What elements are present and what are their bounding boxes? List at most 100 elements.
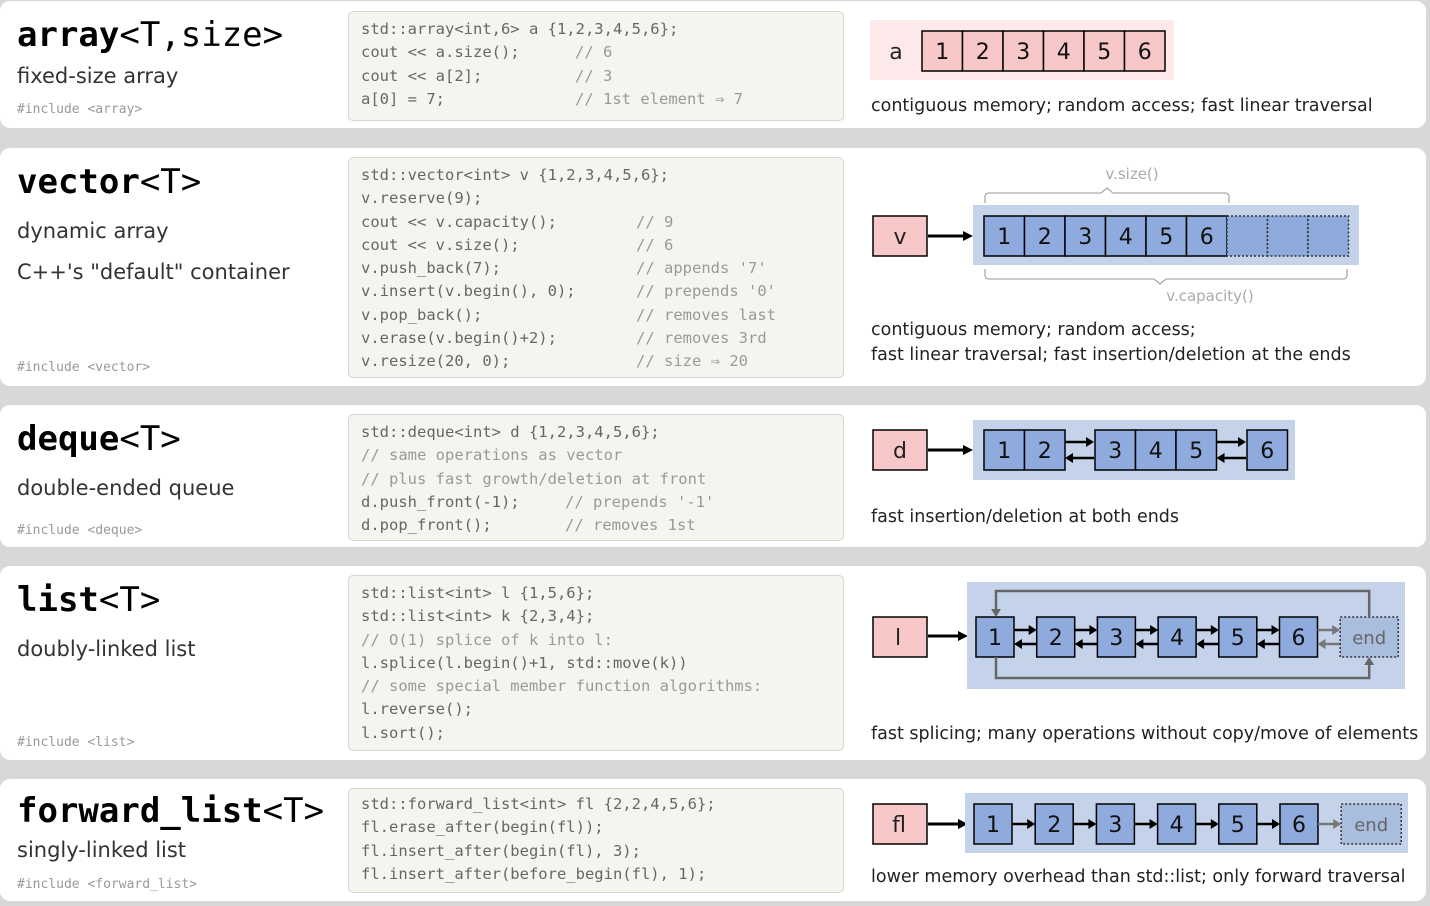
code-line: std::array<int,6> a {1,2,3,4,5,6};	[361, 20, 679, 38]
deque-var-box	[872, 429, 928, 471]
cell-label: 6	[1260, 439, 1274, 464]
list-var-label: l	[895, 626, 901, 651]
vector-reserved-cell	[1307, 215, 1350, 257]
list-card: list<T> doubly-linked list #include <lis…	[0, 566, 1426, 760]
deque-cell	[1023, 429, 1066, 471]
code-line: cout << a[2];// 3	[361, 66, 613, 85]
code-line: v.reserve(9);	[361, 189, 483, 208]
deque-var-label: d	[893, 439, 907, 464]
vector-reserved-cell	[1226, 215, 1269, 257]
code-line: v.insert(v.begin(), 0);// prepends '0'	[361, 282, 776, 301]
wrap-link-bottom	[994, 657, 1371, 680]
code-line: std::forward_list<int> fl {2,2,4,5,6};	[361, 795, 716, 813]
vector-cell	[1104, 215, 1147, 257]
arrow-head	[1332, 625, 1341, 635]
array-note: contiguous memory; random access; fast l…	[871, 96, 1373, 116]
code-line: std::list<int> k {2,3,4};	[361, 607, 595, 626]
list-node	[1278, 616, 1319, 658]
array-var-label: a	[889, 40, 902, 65]
cell-label: 5	[1231, 813, 1245, 838]
code-line: l.splice(l.begin()+1, std::move(k))	[361, 653, 688, 672]
cell-label: 6	[1292, 626, 1306, 651]
array-subtitle: fixed-size array	[17, 64, 179, 88]
forward-list-node	[973, 803, 1013, 845]
cell-label: 6	[1292, 813, 1306, 838]
list-code-block: std::list<int> l {1,5,6}; std::list<int>…	[348, 575, 844, 751]
vector-subtitle: dynamic array	[17, 219, 169, 243]
arrow-head	[1333, 819, 1342, 829]
deque-card: deque<T> double-ended queue #include <de…	[0, 405, 1426, 547]
code-comment-line: // plus fast growth/deletion at front	[361, 469, 707, 488]
vector-include: #include <vector>	[17, 360, 151, 375]
arrow-head	[1135, 639, 1144, 649]
code-line: v.pop_back();// removes last	[361, 305, 776, 324]
vector-card: vector<T> dynamic array C++'s "default" …	[0, 148, 1426, 386]
arrow-head	[1317, 639, 1326, 649]
code-line: std::vector<int> v {1,2,3,4,5,6};	[361, 166, 669, 184]
arrow-head	[1086, 437, 1094, 447]
cell-label: 5	[1159, 225, 1173, 250]
cell-label: 4	[1149, 439, 1163, 464]
arrow-head	[1216, 453, 1225, 463]
arrow-head	[1065, 453, 1073, 463]
cell-label: 5	[1097, 40, 1111, 65]
end-label: end	[1352, 628, 1386, 649]
cell-label: 4	[1057, 40, 1071, 65]
cell-label: 4	[1170, 813, 1184, 838]
size-label: v.size()	[1105, 165, 1158, 183]
vector-note-2: fast linear traversal; fast insertion/de…	[871, 345, 1351, 365]
end-label: end	[1354, 815, 1388, 836]
cell-label: 2	[976, 40, 990, 65]
forward-list-card: forward_list<T> singly-linked list #incl…	[0, 779, 1426, 901]
list-title: list<T>	[17, 580, 161, 620]
code-comment-line: // same operations as vector	[361, 446, 623, 465]
forward-list-var-box	[872, 803, 928, 845]
cell-label: 3	[1108, 439, 1122, 464]
cell-label: 1	[997, 439, 1011, 464]
forward-list-code-block: std::forward_list<int> fl {2,2,4,5,6}; f…	[348, 788, 844, 893]
forward-list-subtitle: singly-linked list	[17, 838, 187, 862]
code-line: v.erase(v.begin()+2);// removes 3rd	[361, 329, 767, 348]
code-line: d.push_front(-1);// prepends '-1'	[361, 492, 715, 511]
vector-note: contiguous memory; random access;	[871, 320, 1196, 340]
deque-subtitle: double-ended queue	[17, 476, 235, 500]
list-note: fast splicing; many operations without c…	[871, 724, 1419, 744]
list-subtitle: doubly-linked list	[17, 637, 196, 661]
array-cell	[961, 30, 1004, 72]
vector-title: vector<T>	[17, 162, 202, 202]
array-code-block: std::array<int,6> a {1,2,3,4,5,6}; cout …	[348, 11, 844, 121]
vector-var-label: v	[893, 225, 906, 250]
arrow-head	[991, 609, 1001, 617]
code-line: d.pop_front();// removes 1st	[361, 516, 696, 535]
code-line: fl.insert_after(begin(fl), 3);	[361, 841, 641, 860]
deque-include: #include <deque>	[17, 523, 143, 538]
forward-list-var-label: fl	[892, 813, 906, 838]
forward-list-end-node	[1340, 803, 1402, 845]
list-node	[1096, 616, 1137, 658]
cell-label: 3	[1016, 40, 1030, 65]
forward-list-node	[1095, 803, 1136, 845]
deque-code-block: std::deque<int> d {1,2,3,4,5,6}; // same…	[348, 414, 844, 541]
arrow-head	[1027, 819, 1036, 829]
array-title: array<T,size>	[17, 15, 284, 55]
vector-code-block: std::vector<int> v {1,2,3,4,5,6}; v.rese…	[348, 157, 844, 378]
cell-label: 2	[1038, 225, 1052, 250]
arrow-head	[1074, 639, 1083, 649]
code-line: std::list<int> l {1,5,6};	[361, 584, 595, 602]
arrow-head	[1089, 625, 1098, 635]
array-cell	[921, 30, 964, 72]
forward-list-note: lower memory overhead than std::list; on…	[871, 867, 1406, 887]
size-brace	[984, 187, 1230, 203]
vector-cell	[1023, 215, 1066, 257]
cell-label: 6	[1138, 40, 1152, 65]
cell-label: 2	[1047, 813, 1061, 838]
cell-label: 1	[986, 813, 1000, 838]
arrow-head	[1210, 625, 1219, 635]
list-node	[1157, 616, 1197, 658]
cell-label: 3	[1078, 225, 1092, 250]
forward-list-title: forward_list<T>	[17, 791, 325, 831]
arrow-head	[1150, 625, 1159, 635]
cell-label: 5	[1189, 439, 1203, 464]
